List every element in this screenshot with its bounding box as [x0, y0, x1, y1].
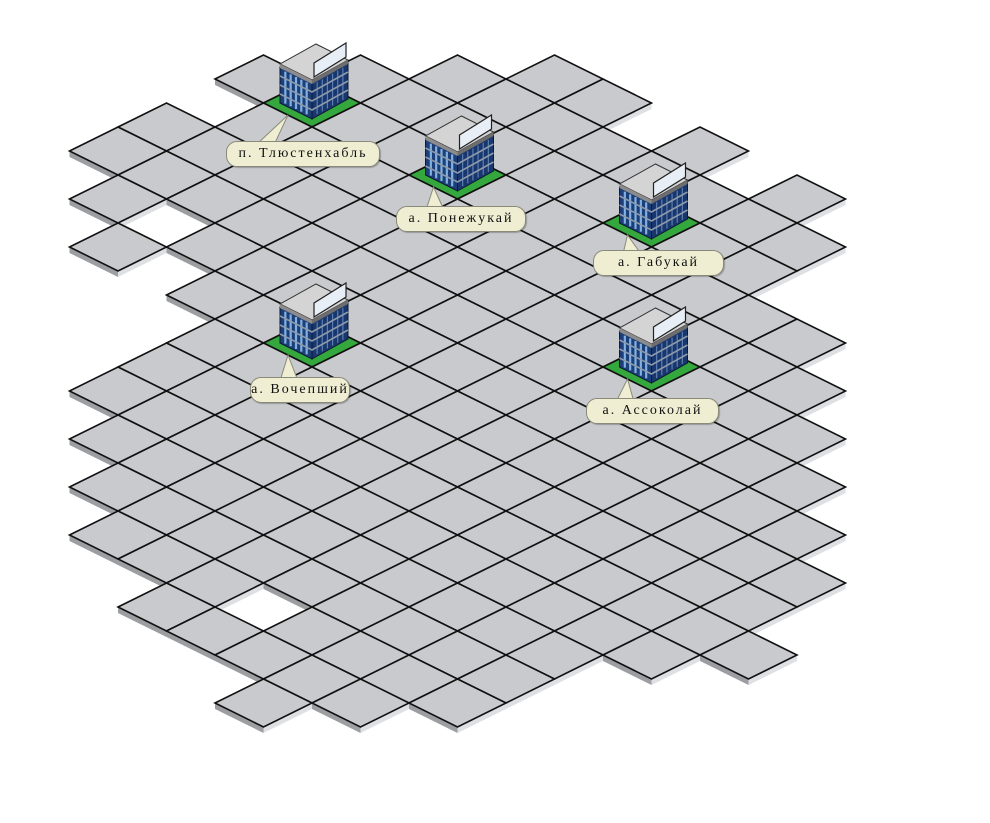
tile-side-left: [69, 487, 118, 517]
tile-side-left: [263, 583, 312, 613]
floor-line: [279, 89, 349, 111]
tile-side-left: [166, 631, 215, 661]
tile-side-right: [797, 343, 846, 373]
office-building-icon: [424, 113, 495, 192]
settlement-label[interactable]: а. Вочепший: [250, 377, 350, 403]
tile-side-left: [118, 607, 167, 637]
tile-side-left: [215, 79, 264, 109]
roof-edge: [280, 304, 312, 324]
tile-side-right: [797, 487, 846, 517]
floor-line: [619, 209, 688, 231]
roof-edge: [280, 64, 312, 84]
office-building-icon: [618, 305, 689, 384]
floor-line: [279, 71, 349, 93]
tile-side-right: [797, 247, 846, 277]
roof-edge: [651, 324, 688, 348]
tile-side-right: [748, 271, 797, 301]
map-tile: [407, 678, 508, 733]
roof-edge: [312, 60, 348, 84]
floor-line: [425, 143, 494, 165]
map-tile: [310, 678, 411, 733]
map-tile: [698, 630, 799, 685]
settlement-label[interactable]: а. Ассоколай: [586, 398, 719, 424]
tile-side-right: [797, 535, 846, 565]
tile-side-right: [263, 703, 312, 733]
tile-side-left: [69, 199, 118, 229]
floor-line: [425, 152, 494, 174]
floor-line: [279, 320, 349, 342]
tile-side-right: [797, 391, 846, 421]
floor-line: [619, 344, 688, 366]
tile-side-right: [797, 583, 846, 613]
floor-line: [619, 191, 688, 213]
tile-side-right: [360, 703, 409, 733]
building-sign: [652, 161, 687, 199]
tile-side-left: [69, 439, 118, 469]
tile-side-right: [748, 655, 797, 685]
office-building-icon: [618, 161, 689, 240]
map-tile: [601, 630, 702, 685]
building-sign: [458, 113, 493, 151]
tile-side-right: [554, 655, 603, 685]
tile-side-right: [748, 607, 797, 637]
building-sign: [313, 281, 347, 319]
tile-side-right: [603, 103, 652, 133]
tile-side-right: [118, 247, 167, 277]
roof-edge: [312, 300, 348, 324]
floor-line: [619, 335, 688, 357]
tile-side-left: [700, 655, 749, 685]
tile-side-left: [603, 655, 652, 685]
floor-line: [279, 80, 349, 102]
floor-line: [619, 353, 688, 375]
tile-side-right: [797, 199, 846, 229]
tile-side-left: [166, 247, 215, 277]
tile-side-left: [69, 151, 118, 181]
tile-side-right: [215, 583, 264, 613]
tile-top: [407, 678, 508, 728]
tile-side-right: [118, 199, 167, 229]
tile-side-left: [118, 559, 167, 589]
tile-side-right: [506, 679, 555, 709]
tile-side-left: [312, 703, 361, 733]
office-building-icon: [278, 41, 350, 120]
tile-side-left: [166, 199, 215, 229]
tile-side-left: [409, 703, 458, 733]
tile-side-right: [651, 655, 700, 685]
tile-top: [698, 630, 799, 680]
settlement-label[interactable]: а. Понежукай: [396, 206, 526, 232]
roof-edge: [457, 132, 494, 156]
tile-side-right: [700, 151, 749, 181]
tile-top: [67, 222, 169, 272]
tile-side-right: [797, 439, 846, 469]
tile-side-left: [69, 247, 118, 277]
floor-line: [619, 200, 688, 222]
building-sign: [652, 305, 687, 343]
floor-line: [279, 311, 349, 333]
tile-side-right: [457, 703, 506, 733]
settlement-label[interactable]: а. Габукай: [593, 250, 724, 276]
map-tile: [67, 222, 169, 277]
floor-line: [279, 329, 349, 351]
office-building-icon: [278, 281, 350, 360]
floor-line: [425, 161, 494, 183]
tile-side-left: [215, 703, 264, 733]
roof-edge: [425, 136, 458, 156]
roof-edge: [651, 180, 688, 204]
tile-side-left: [69, 391, 118, 421]
tile-side-left: [69, 535, 118, 565]
settlement-label[interactable]: п. Тлюстенхабль: [226, 141, 380, 167]
building-sign: [313, 41, 347, 79]
roof-edge: [619, 328, 652, 348]
roof-edge: [619, 184, 652, 204]
map-tile: [67, 174, 169, 229]
tile-side-left: [166, 295, 215, 325]
tile-side-left: [215, 655, 264, 685]
